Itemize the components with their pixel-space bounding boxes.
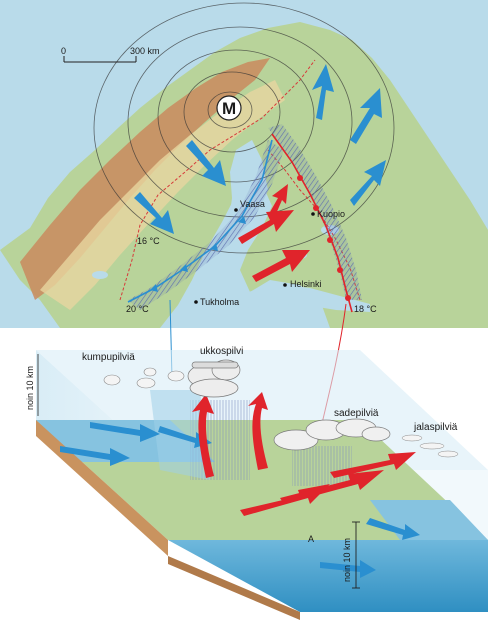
- scale-end: 300 km: [130, 46, 160, 56]
- scale-start: 0: [61, 46, 66, 56]
- lake-3: [92, 271, 108, 279]
- city-kuopio: Kuopio: [317, 209, 345, 219]
- cold-air-arrows: [134, 64, 386, 234]
- label-ukkospilvi: ukkospilvi: [200, 346, 243, 357]
- height-label-right: noin 10 km: [342, 538, 352, 582]
- cumulus-clouds: [103, 367, 185, 389]
- warm-air-arrows: [238, 184, 310, 282]
- map-panel: 0 300 km M Vaasa Kuopio Helsinki Tukholm…: [0, 0, 488, 328]
- label-sadepilvia: sadepilviä: [334, 408, 379, 419]
- thundercloud: [187, 359, 241, 398]
- warm-front-band: [268, 124, 362, 300]
- cold-front-symbols: [150, 216, 246, 292]
- border-line: [119, 59, 361, 301]
- label-point-a: A: [308, 534, 314, 544]
- section-cold-arrows: [60, 422, 420, 578]
- label-kumpupilvia: kumpupilviä: [82, 352, 135, 363]
- mountain-foothills: [40, 80, 285, 310]
- city-markers: [194, 208, 315, 304]
- city-helsinki: Helsinki: [290, 279, 322, 289]
- temp-20: 20 °C: [126, 304, 149, 314]
- warm-front-symbols: [297, 175, 351, 301]
- warm-front-line: [271, 133, 353, 313]
- height-marker-right: noin 10 km: [342, 521, 360, 589]
- label-jalaspilvia: jalaspilviä: [413, 422, 458, 433]
- rain-clouds: [273, 418, 391, 451]
- low-pressure-label: M: [222, 99, 236, 118]
- sea-front: [168, 540, 488, 612]
- city-vaasa: Vaasa: [240, 199, 265, 209]
- gulf-of-finland: [248, 284, 370, 312]
- ground-front: [36, 420, 168, 556]
- rain-right: [292, 446, 352, 486]
- height-marker-left: noin 10 km: [25, 354, 39, 416]
- scale-bar: 0 300 km: [61, 46, 160, 63]
- temp-18: 18 °C: [354, 304, 377, 314]
- height-label-left: noin 10 km: [25, 366, 35, 410]
- low-pressure-marker: M: [216, 95, 242, 121]
- isobars: [93, 2, 395, 254]
- temp-16: 16 °C: [137, 236, 160, 246]
- cross-section: noin 10 km noin 10 km kumpupilviä ukkosp…: [25, 346, 488, 620]
- city-tukholma: Tukholma: [200, 297, 239, 307]
- seafloor-front: [168, 556, 300, 620]
- stratus-clouds: [401, 434, 459, 458]
- section-warm-arrows: [192, 392, 416, 516]
